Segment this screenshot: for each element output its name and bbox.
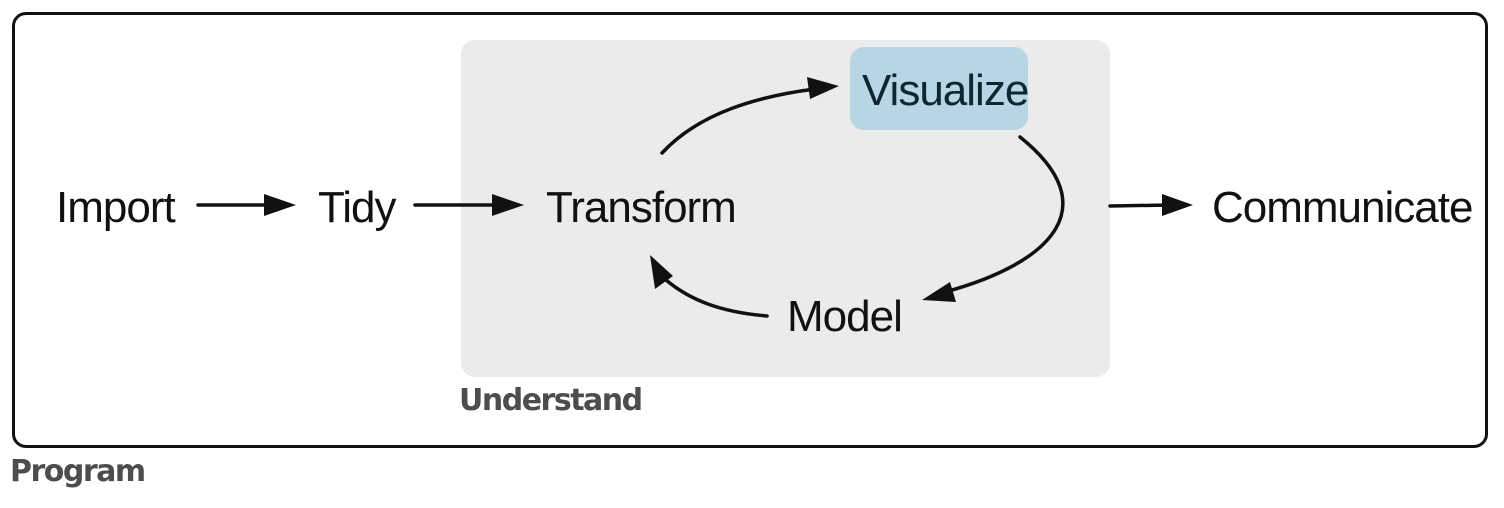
arrowhead-transform-return bbox=[650, 255, 673, 289]
arrow-understand-to-communicate bbox=[1108, 203, 1172, 208]
visualize-highlight bbox=[850, 47, 1028, 130]
arrowhead-model bbox=[922, 282, 956, 302]
node-import: Import bbox=[56, 183, 176, 232]
arrow-model-to-transform bbox=[664, 278, 769, 318]
label-understand: Understand bbox=[459, 383, 643, 418]
node-tidy: Tidy bbox=[318, 183, 396, 232]
label-program: Program bbox=[10, 454, 146, 489]
arrow-transform-to-visualize bbox=[660, 87, 817, 155]
node-transform: Transform bbox=[546, 183, 737, 232]
node-visualize: Visualize bbox=[862, 66, 1029, 115]
node-model: Model bbox=[787, 292, 903, 341]
arrowhead-communicate bbox=[1162, 194, 1193, 216]
node-communicate: Communicate bbox=[1212, 183, 1473, 232]
arrowhead-transform bbox=[492, 194, 524, 216]
program-frame bbox=[12, 12, 1488, 448]
arrow-visualize-to-model bbox=[943, 135, 1065, 294]
arrowhead-visualize bbox=[807, 77, 839, 99]
arrowhead-tidy bbox=[264, 194, 296, 216]
